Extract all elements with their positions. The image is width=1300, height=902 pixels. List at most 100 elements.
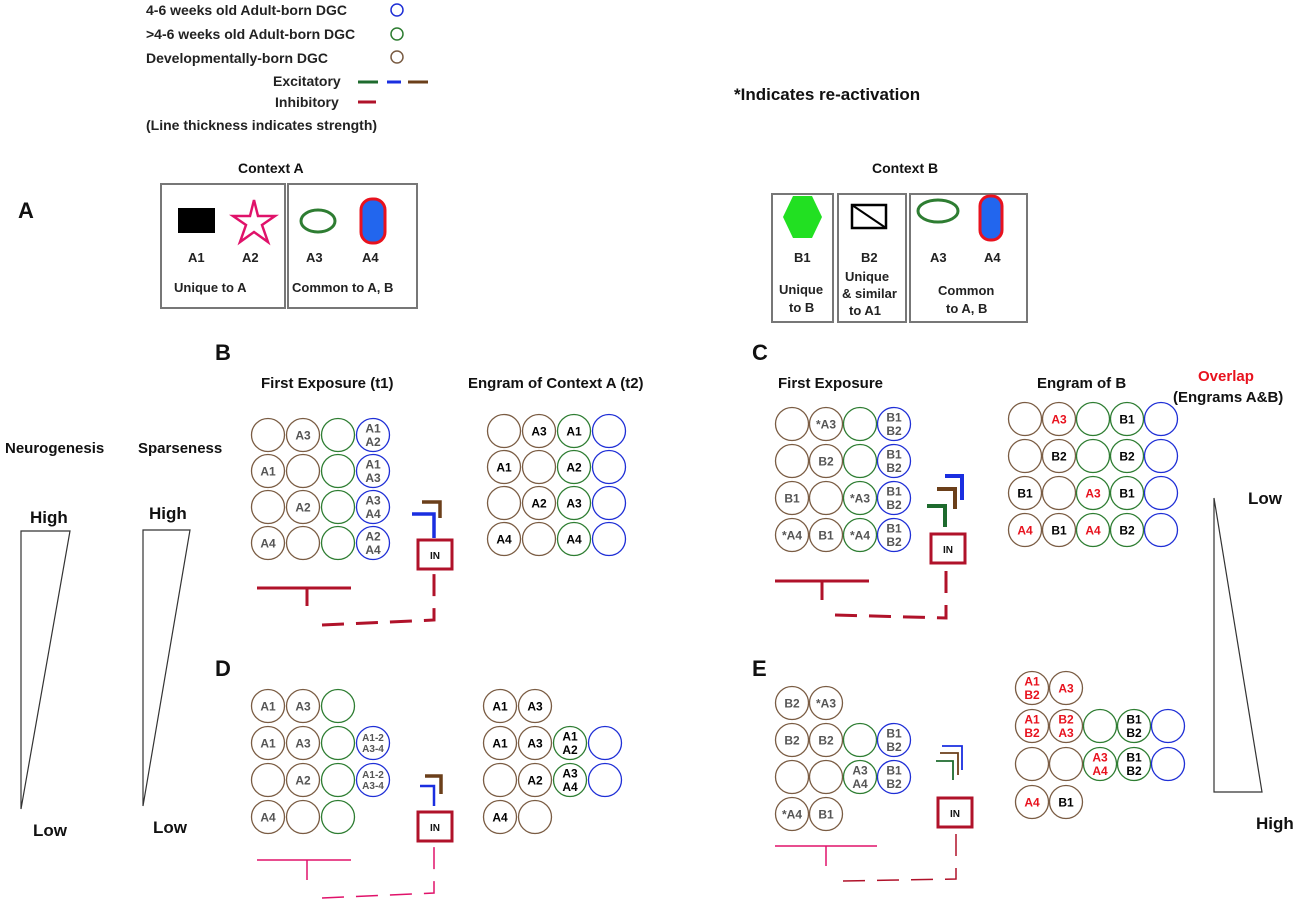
neuron-label: A4 bbox=[852, 777, 868, 791]
neuron-circle bbox=[355, 489, 391, 525]
neuron-circle bbox=[355, 525, 391, 561]
neuron-cell: A3 bbox=[285, 417, 321, 453]
neuron-cell: B1 bbox=[1048, 784, 1084, 820]
neuron-label: B2 bbox=[1126, 764, 1142, 778]
neuron-cell bbox=[250, 489, 286, 525]
neuron-circle bbox=[320, 725, 356, 761]
neuron-circle bbox=[250, 453, 286, 489]
neuron-circle bbox=[1109, 512, 1145, 548]
neuron-cell bbox=[1007, 438, 1043, 474]
context-a-item-2: A2 bbox=[242, 250, 259, 265]
neuron-cell: *A4 bbox=[842, 517, 878, 553]
neuron-cell bbox=[320, 453, 356, 489]
overlap-wedge bbox=[1213, 497, 1263, 793]
interneuron-label: IN bbox=[430, 551, 440, 562]
neuron-label: A3 bbox=[1058, 726, 1074, 740]
context-a-title: Context A bbox=[238, 160, 304, 176]
neuron-label: A1 bbox=[1024, 675, 1040, 689]
neuron-cell: B1 bbox=[808, 796, 844, 832]
neuron-circle bbox=[521, 521, 557, 557]
neuron-cell: A4 bbox=[250, 525, 286, 561]
neuron-cell bbox=[521, 449, 557, 485]
neuron-circle bbox=[285, 453, 321, 489]
neuron-cell: A2 bbox=[285, 762, 321, 798]
neuron-cell bbox=[1041, 475, 1077, 511]
neuron-circle bbox=[355, 453, 391, 489]
inhibitory-dashed-path bbox=[842, 827, 957, 882]
neuron-circle bbox=[774, 443, 810, 479]
context-b-similar-line-1: Unique bbox=[845, 269, 889, 284]
neuron-label: B2 bbox=[818, 733, 834, 747]
interneuron-box bbox=[416, 810, 454, 843]
neuron-cell bbox=[774, 406, 810, 442]
neuron-label: A4 bbox=[566, 532, 582, 546]
neuron-label: B2 bbox=[1119, 449, 1135, 463]
neuron-circle bbox=[517, 725, 553, 761]
neuron-circle bbox=[842, 406, 878, 442]
neuron-cell: A3 bbox=[285, 688, 321, 724]
neuron-circle bbox=[774, 685, 810, 721]
neuron-cell bbox=[517, 799, 553, 835]
neuron-label: B1 bbox=[886, 522, 902, 536]
neuron-circle bbox=[1048, 670, 1084, 706]
neuron-circle bbox=[808, 796, 844, 832]
neuron-cell bbox=[486, 413, 522, 449]
neuron-label: A3 bbox=[852, 764, 868, 778]
neuron-circle bbox=[1007, 475, 1043, 511]
neuron-cell: A1 bbox=[486, 449, 522, 485]
neuron-circle bbox=[876, 480, 912, 516]
interneuron-box bbox=[936, 796, 974, 829]
excitatory-inputs-d bbox=[420, 774, 443, 806]
neuron-label: B1 bbox=[1119, 486, 1135, 500]
context-b-similar-line-2: & similar bbox=[842, 286, 897, 301]
neuron-label: A4 bbox=[365, 507, 381, 521]
legend-young-label: 4-6 weeks old Adult-born DGC bbox=[146, 2, 347, 18]
neuron-label: A2 bbox=[527, 773, 543, 787]
neurogenesis-high-label: High bbox=[30, 508, 68, 527]
neuron-circle bbox=[320, 417, 356, 453]
panel-c-first-exposure-title: First Exposure bbox=[778, 375, 883, 392]
context-a-item-1: A1 bbox=[188, 250, 205, 265]
neuron-cell bbox=[842, 406, 878, 442]
neuron-circle bbox=[521, 485, 557, 521]
excitatory-inputs-e bbox=[936, 745, 963, 780]
neuron-cell: A4 bbox=[1014, 784, 1050, 820]
neuron-label: A1 bbox=[562, 730, 578, 744]
neuron-label: B2 bbox=[818, 454, 834, 468]
neuron-cell: *A3 bbox=[808, 685, 844, 721]
neuron-circle bbox=[1007, 401, 1043, 437]
neuron-label: A3 bbox=[295, 699, 311, 713]
brown-excitatory-synapse bbox=[940, 752, 959, 775]
neuron-circle bbox=[1041, 512, 1077, 548]
neuron-label: A2 bbox=[295, 500, 311, 514]
blue-excitatory-synapse bbox=[412, 512, 436, 538]
inhibitory-feedback-c bbox=[775, 563, 948, 620]
neuron-cell: A1-2A3-4 bbox=[355, 725, 391, 761]
interneuron-d: IN bbox=[416, 810, 454, 843]
neuron-circle bbox=[1048, 708, 1084, 744]
neuron-label: A2 bbox=[365, 435, 381, 449]
brown-excitatory-synapse bbox=[422, 500, 442, 518]
neuron-label: A3-4 bbox=[362, 744, 384, 755]
neuron-label: A2 bbox=[566, 460, 582, 474]
inhibitory-feedback-d bbox=[257, 841, 435, 899]
interneuron-e: IN bbox=[936, 796, 974, 829]
a2-star-icon bbox=[228, 199, 280, 246]
neuron-label: A4 bbox=[365, 543, 381, 557]
neuron-label: B2 bbox=[886, 498, 902, 512]
sparseness-title: Sparseness bbox=[138, 440, 222, 457]
neurogenesis-title: Neurogenesis bbox=[5, 440, 104, 457]
neuron-cell bbox=[1143, 401, 1179, 437]
neuron-circle bbox=[320, 762, 356, 798]
neuron-circle bbox=[842, 722, 878, 758]
neuron-circle bbox=[876, 722, 912, 758]
b-a4-capsule-icon bbox=[978, 194, 1004, 242]
neuron-cell: A3 bbox=[1041, 401, 1077, 437]
neuron-cell: A3 bbox=[556, 485, 592, 521]
neuron-cell bbox=[250, 762, 286, 798]
neuron-circle bbox=[1150, 708, 1186, 744]
neuron-label: A3 bbox=[531, 424, 547, 438]
